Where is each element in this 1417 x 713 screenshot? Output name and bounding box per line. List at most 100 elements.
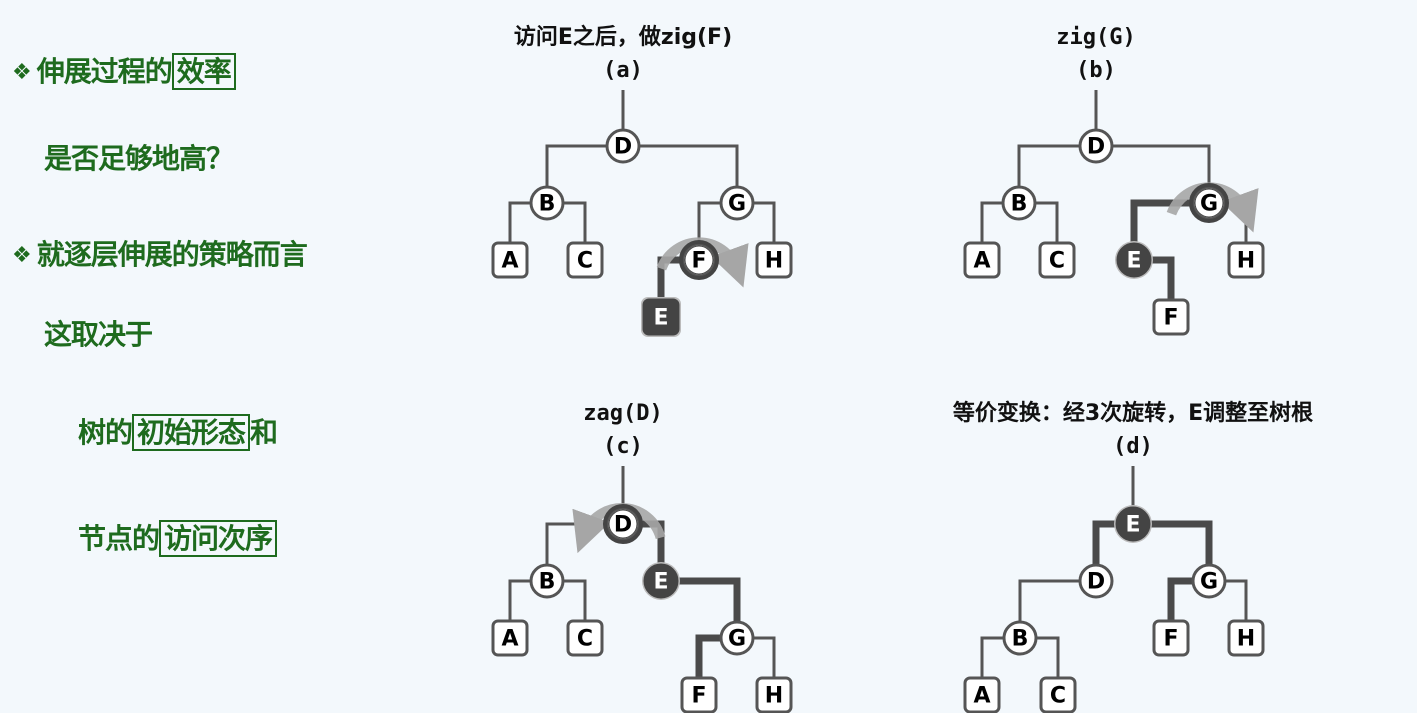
node-label: F — [691, 684, 706, 709]
node-label: E — [1125, 513, 1140, 538]
panel-a-edge-D-B — [545, 144, 623, 203]
node-label: F — [1163, 306, 1178, 331]
node-square — [1152, 619, 1190, 657]
diamond-bullet-icon: ❖ — [12, 243, 32, 268]
bullet-1-text: 伸展过程的 — [36, 55, 173, 88]
node-label: G — [1200, 192, 1218, 217]
node-circle — [529, 185, 565, 221]
node-label: B — [539, 570, 556, 595]
panel-a-node-G: G — [719, 185, 755, 221]
panel-a-node-A: A — [491, 241, 529, 279]
node-label: B — [1012, 627, 1029, 652]
sub-line-initial-shape: 树的初始形态和 — [78, 414, 278, 451]
panel-d-node-E: E — [1114, 505, 1152, 543]
pivot-inner-ring — [1194, 188, 1224, 218]
bullet-2-line-1: ❖就逐层伸展的策略而言 — [12, 238, 308, 273]
node-square — [1039, 676, 1077, 713]
panel-a-node-D: D — [605, 128, 641, 164]
panel-d-node-D: D — [1078, 563, 1114, 599]
panel-d-node-B: B — [1002, 620, 1038, 656]
panel-b-node-B: B — [1001, 185, 1037, 221]
panel-c-node-H: H — [755, 676, 793, 713]
node-circle — [1191, 563, 1227, 599]
node-circle — [1001, 185, 1037, 221]
node-label: H — [1237, 627, 1255, 652]
panel-b-node-D: D — [1078, 128, 1114, 164]
panel-d-edge-D-B — [1018, 579, 1096, 638]
node-label: D — [1087, 570, 1105, 595]
diamond-bullet-icon: ❖ — [12, 60, 32, 85]
panel-a-title: 访问E之后，做zig(F) — [514, 24, 732, 50]
node-label: C — [1050, 684, 1066, 709]
panel-b-node-G: G — [1189, 183, 1229, 223]
node-circle — [1116, 242, 1152, 278]
panel-a-edge-D-G — [623, 144, 739, 203]
node-square — [642, 298, 680, 336]
node-label: G — [1200, 570, 1218, 595]
panel-c-node-B: B — [529, 563, 565, 599]
panel-a-node-E: E — [641, 297, 681, 337]
panel-c-node-A: A — [491, 619, 529, 657]
panel-d-title: 等价变换：经3次旋转，E调整至树根 — [953, 400, 1313, 426]
panel-b-edge-D-B — [1017, 144, 1096, 203]
pivot-ring — [679, 240, 719, 280]
bullet-2-line-2: 这取决于 — [44, 318, 153, 351]
node-square — [1227, 619, 1265, 657]
panel-c-label: (c) — [603, 434, 643, 459]
panel-d-node-H: H — [1227, 619, 1265, 657]
node-square — [491, 619, 529, 657]
panel-a-label: (a) — [603, 58, 643, 83]
node-square — [755, 241, 793, 279]
panel-c-title: zag(D) — [583, 401, 662, 426]
panel-c-node-E: E — [642, 562, 680, 600]
node-square — [566, 619, 604, 657]
node-label: A — [973, 684, 990, 709]
node-label: D — [1087, 135, 1105, 160]
node-square — [566, 241, 604, 279]
pivot-inner-ring — [608, 509, 638, 539]
node-square — [963, 676, 1001, 713]
panel-d-node-A: A — [963, 676, 1001, 713]
node-circle — [1115, 506, 1151, 542]
node-label: A — [973, 249, 990, 274]
panel-d-node-C: C — [1039, 676, 1077, 713]
node-circle — [643, 563, 679, 599]
pivot-ring — [1189, 183, 1229, 223]
pivot-ring — [603, 504, 643, 544]
panel-c-node-F: F — [680, 676, 718, 713]
sub-line-prefix: 节点的 — [78, 522, 160, 555]
panel-c-node-G: G — [719, 620, 755, 656]
node-label: G — [728, 627, 746, 652]
node-label: B — [539, 192, 556, 217]
panel-a-node-B: B — [529, 185, 565, 221]
panel-b-node-A: A — [963, 241, 1001, 279]
node-label: B — [1011, 192, 1028, 217]
node-label: E — [653, 570, 668, 595]
bullet-2-text: 就逐层伸展的策略而言 — [36, 238, 308, 271]
panel-b-node-F: F — [1152, 298, 1190, 336]
node-label: H — [765, 249, 783, 274]
panel-b-node-E: E — [1115, 241, 1153, 279]
node-circle — [529, 563, 565, 599]
panel-d-node-F: F — [1152, 619, 1190, 657]
node-label: E — [653, 306, 668, 331]
node-label: H — [1237, 249, 1255, 274]
panel-a-node-F: F — [679, 240, 719, 280]
node-label: D — [614, 513, 632, 538]
node-label: C — [577, 249, 593, 274]
panel-c-node-C: C — [566, 619, 604, 657]
node-square — [680, 676, 718, 713]
node-label: H — [765, 684, 783, 709]
node-circle — [605, 128, 641, 164]
panel-a-node-C: C — [566, 241, 604, 279]
node-circle — [1002, 620, 1038, 656]
bullet-1-line-1: ❖伸展过程的效率 — [12, 53, 236, 90]
sub-line-prefix: 树的 — [78, 416, 133, 449]
node-label: C — [1049, 249, 1065, 274]
sub-line-access-order: 节点的访问次序 — [78, 520, 278, 557]
node-circle — [1078, 563, 1114, 599]
node-label: G — [728, 192, 746, 217]
panel-d-node-G: G — [1191, 563, 1227, 599]
node-square — [1227, 241, 1265, 279]
